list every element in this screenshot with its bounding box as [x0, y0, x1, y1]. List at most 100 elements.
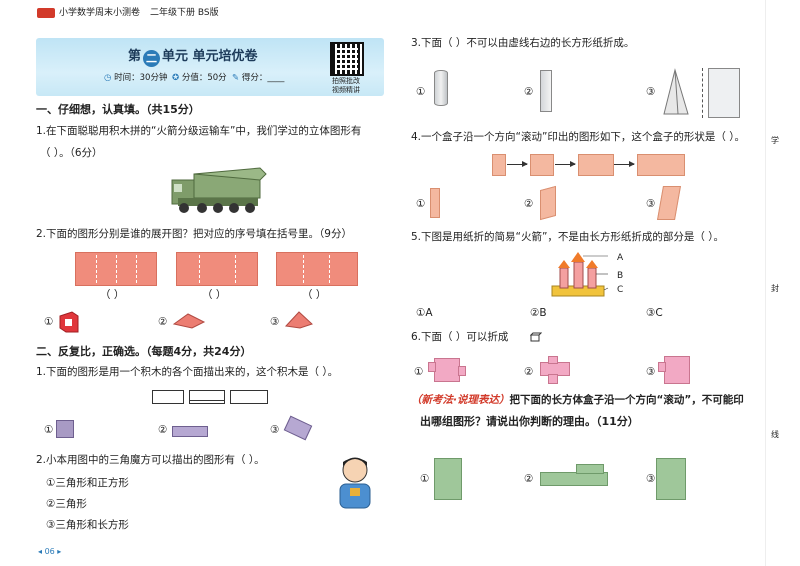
option-3-label: ③	[270, 424, 280, 436]
q5-option-2: ②	[524, 86, 534, 98]
q6-option-1: ①	[416, 198, 426, 210]
small-box-icon	[530, 332, 542, 342]
green-print-set-3	[656, 458, 686, 500]
q7-option-a: ①A	[416, 307, 433, 319]
green-print-set-2-top	[576, 464, 604, 474]
question-8: 6.下面（ ）可以折成	[411, 331, 509, 343]
boy-illustration	[339, 457, 371, 509]
paper-rocket-image	[551, 252, 609, 297]
purple-flat-box-image	[172, 426, 208, 437]
q5-option-3: ③	[646, 86, 656, 98]
s3-option-2: ②	[524, 473, 534, 485]
section-2-title: 二、反复比，正确选。（每题4分，共24分）	[36, 345, 252, 358]
roll-print-1	[492, 154, 506, 176]
rocket-truck-image	[171, 167, 267, 213]
score-info: ✪ 分值：50分	[172, 73, 227, 83]
net-option-1-side2	[458, 366, 466, 376]
roll-print-2	[530, 154, 554, 176]
arrow-3	[614, 161, 635, 167]
answer-paren-1[interactable]: （ ）	[100, 289, 125, 301]
net-figure-1	[75, 252, 157, 286]
clock-icon: ◷	[104, 73, 112, 83]
purple-cube-image	[56, 420, 74, 438]
banner-title: 第二单元 单元培优卷	[128, 49, 258, 67]
purple-long-box-image	[283, 415, 313, 441]
got-score: ✎ 得分：____	[232, 73, 285, 83]
arrow-2	[555, 161, 576, 167]
question-4: 2.小本用图中的三角魔方可以描出的图形有（ ）。	[36, 454, 265, 466]
q7-option-c: ③C	[646, 307, 663, 319]
question-7: 5.下图是用纸折的简易“火箭”，不是由长方形纸折成的部分是（ ）。	[411, 231, 724, 243]
roll-print-4	[637, 154, 685, 176]
q8-option-1: ①	[414, 366, 424, 378]
net-option-1-main	[434, 358, 460, 382]
side-tab-1: 学	[771, 136, 779, 145]
rocket-label-c: C	[617, 285, 624, 295]
q6-option-3: ③	[646, 198, 656, 210]
arrow-right-icon: ▸	[57, 547, 62, 556]
question-2: 2.下面的图形分别是谁的展开图？把对应的序号填在括号里。（9分）	[36, 228, 352, 240]
option-3-label: ③	[270, 316, 280, 328]
section-1-title: 一、仔细想，认真填。（共15分）	[36, 103, 200, 116]
face-outline-4	[230, 390, 268, 404]
rocket-label-b: B	[617, 271, 624, 281]
face-outline-1	[152, 390, 184, 404]
s3-option-1: ①	[420, 473, 430, 485]
net-option-3-main	[664, 356, 690, 384]
unit-banner	[36, 38, 384, 96]
red-prism-image	[172, 313, 206, 329]
question-6: 4.一个盒子沿一个方向“滚动”印出的图形如下，这个盒子的形状是（ ）。	[411, 131, 745, 143]
side-tab-3: 线	[771, 430, 779, 439]
question-1-answer[interactable]: （ ）。（6分）	[40, 147, 103, 159]
roll-print-3	[578, 154, 614, 176]
net-figure-3	[276, 252, 358, 286]
tall-box-image	[540, 70, 552, 112]
arrow-1	[507, 161, 528, 167]
option-2-label: ②	[158, 316, 168, 328]
grade-label: 二年级下册 BS版	[150, 8, 219, 18]
red-cube-image	[59, 311, 79, 333]
s3-option-3: ③	[646, 473, 656, 485]
unit-number-badge: 二	[143, 50, 161, 67]
net-option-2-side	[548, 356, 558, 364]
box-option-2	[540, 185, 556, 221]
box-option-1	[430, 188, 440, 218]
face-outline-3	[189, 392, 225, 401]
side-tab-2: 封	[771, 284, 779, 293]
question-5: 3.下面（ ）不可以由虚线右边的长方形纸折成。	[411, 37, 635, 49]
q6-option-2: ②	[524, 198, 534, 210]
q8-option-3: ③	[646, 366, 656, 378]
green-print-set-2	[540, 472, 608, 486]
qr-caption-1: 拍照批改	[332, 77, 360, 85]
rocket-label-a: A	[617, 253, 624, 263]
q4-option-b: ②三角形	[46, 498, 87, 510]
section-3-title-line2: 出哪组图形？请说出你判断的理由。（11分）	[420, 415, 639, 428]
box-option-3	[657, 186, 681, 220]
answer-paren-3[interactable]: （ ）	[302, 289, 327, 301]
red-pyramid-image	[284, 311, 313, 329]
option-1-label: ①	[44, 316, 54, 328]
page-number: ◂ 06 ▸	[38, 547, 62, 556]
answer-paren-2[interactable]: （ ）	[202, 289, 227, 301]
time-info: ◷ 时间：30分钟	[104, 73, 168, 83]
section-3-title: （新考法·说理表达）把下面的长方体盒子沿一个方向“滚动”，不可能印	[411, 394, 744, 406]
q8-option-2: ②	[524, 366, 534, 378]
binding-strip	[765, 0, 800, 566]
q5-option-1: ①	[416, 86, 426, 98]
question-3: 1.下面的图形是用一个积木的各个面描出来的，这个积木是（ ）。	[36, 366, 339, 378]
q4-option-a: ①三角形和正方形	[46, 477, 129, 489]
green-print-set-1	[434, 458, 462, 500]
q7-option-b: ②B	[530, 307, 547, 319]
qr-caption-2: 视频精讲	[332, 86, 360, 94]
question-1: 1.在下面聪聪用积木拼的“火箭分级运输车”中，我们学过的立体图形有	[36, 125, 362, 137]
series-title: 小学数学周末小测卷	[59, 8, 141, 18]
net-figure-2	[176, 252, 258, 286]
net-option-1-side	[428, 362, 436, 372]
pencil-icon: ✎	[232, 73, 240, 83]
paper-rectangle	[708, 68, 740, 118]
cylinder-image	[434, 70, 448, 106]
series-logo	[37, 8, 55, 18]
star-icon: ✪	[172, 73, 180, 83]
dashed-divider	[702, 68, 703, 118]
qr-code[interactable]	[330, 42, 364, 76]
